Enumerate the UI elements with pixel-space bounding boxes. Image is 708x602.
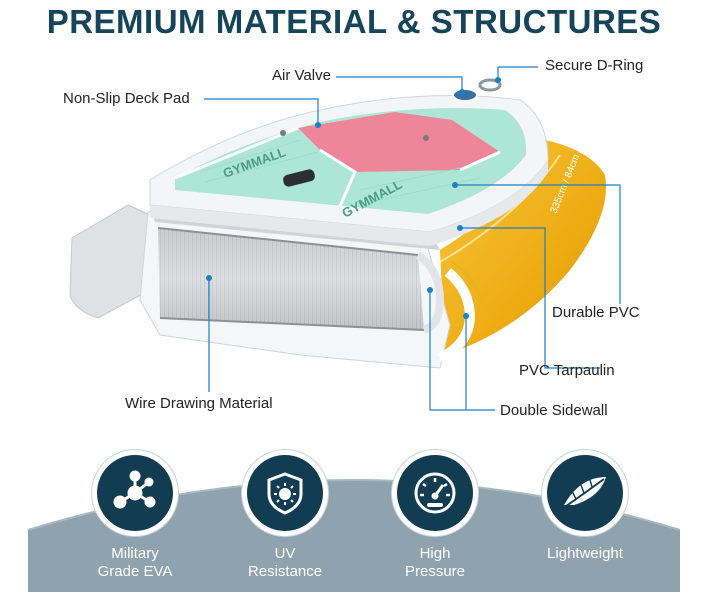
- feature-uv-resistance: UV Resistance: [225, 455, 345, 581]
- callout-air-valve: Air Valve: [272, 67, 331, 84]
- feature-label: Lightweight: [547, 545, 623, 562]
- feature-lightweight: Lightweight: [525, 455, 645, 563]
- feature-high-pressure: High Pressure: [375, 455, 495, 581]
- molecule-icon: [97, 455, 173, 531]
- feature-label: High Pressure: [404, 545, 466, 580]
- d-ring-part: [478, 78, 502, 92]
- callout-leader-lines: [204, 66, 621, 411]
- page-headline: PREMIUM MATERIAL & STRUCTURES: [46, 3, 662, 40]
- feature-label: Military Grade EVA: [97, 545, 173, 580]
- callout-wire-drawing-material: Wire Drawing Material: [125, 395, 273, 412]
- feature-military-grade-eva: Military Grade EVA: [75, 455, 195, 581]
- callout-durable-pvc: Durable PVC: [552, 304, 640, 321]
- pressure-gauge-icon: [397, 455, 473, 531]
- deck-pad-pink: [298, 112, 500, 172]
- callout-secure-d-ring: Secure D-Ring: [545, 57, 644, 74]
- carry-handle: [283, 169, 315, 187]
- feature-label: UV Resistance: [247, 545, 323, 580]
- callout-dots: [206, 77, 501, 319]
- sun-shield-icon: [247, 455, 323, 531]
- feather-icon: [547, 455, 623, 531]
- callout-double-sidewall: Double Sidewall: [500, 402, 608, 419]
- callout-non-slip-deck-pad: Non-Slip Deck Pad: [63, 90, 190, 107]
- callout-pvc-tarpaulin: PVC Tarpaulin: [519, 362, 615, 379]
